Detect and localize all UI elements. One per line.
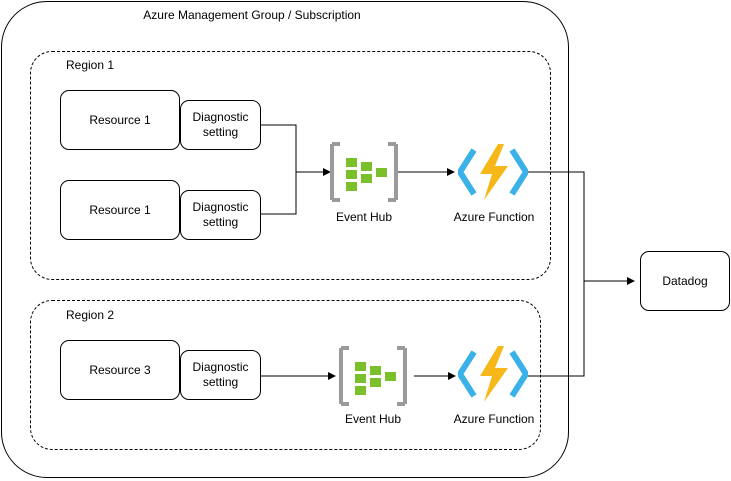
datadog-box[interactable]: Datadog	[640, 251, 730, 311]
resource-box[interactable]: Resource 1	[60, 180, 180, 240]
resource-label: Resource 1	[89, 202, 151, 217]
azure-function-icon[interactable]	[458, 346, 528, 402]
link-diag1-eventhub	[261, 124, 331, 176]
link-diag2-eventhub	[261, 172, 297, 215]
link-function2-datadog	[527, 281, 585, 377]
management-group-title: Azure Management Group / Subscription	[143, 8, 361, 22]
region-2-container	[30, 300, 541, 450]
resource-box[interactable]: Resource 1	[60, 90, 180, 150]
event-hub-icon[interactable]	[330, 142, 398, 202]
azure-function-label: Azure Function	[453, 412, 535, 426]
resource-label: Resource 1	[89, 112, 151, 127]
diagnostic-setting-box[interactable]: Diagnostic setting	[180, 100, 261, 150]
resource-label: Resource 3	[89, 362, 151, 377]
event-hub-label: Event Hub	[335, 210, 393, 224]
region-1-label: Region 1	[66, 58, 115, 72]
azure-function-label: Azure Function	[453, 210, 535, 224]
region-1-container	[30, 51, 551, 280]
diagnostic-setting-label: Diagnostic setting	[192, 360, 249, 389]
region-2-label: Region 2	[66, 308, 115, 322]
resource-box[interactable]: Resource 3	[60, 340, 180, 400]
link-function1-datadog	[527, 171, 635, 285]
diagnostic-setting-box[interactable]: Diagnostic setting	[180, 350, 261, 400]
datadog-label: Datadog	[662, 273, 708, 288]
diagnostic-setting-label: Diagnostic setting	[192, 200, 249, 229]
management-group-container	[1, 1, 569, 478]
event-hub-label: Event Hub	[344, 412, 402, 426]
event-hub-icon[interactable]	[339, 346, 407, 406]
diagnostic-setting-box[interactable]: Diagnostic setting	[180, 190, 261, 240]
azure-function-icon[interactable]	[458, 144, 528, 200]
diagnostic-setting-label: Diagnostic setting	[192, 110, 249, 139]
